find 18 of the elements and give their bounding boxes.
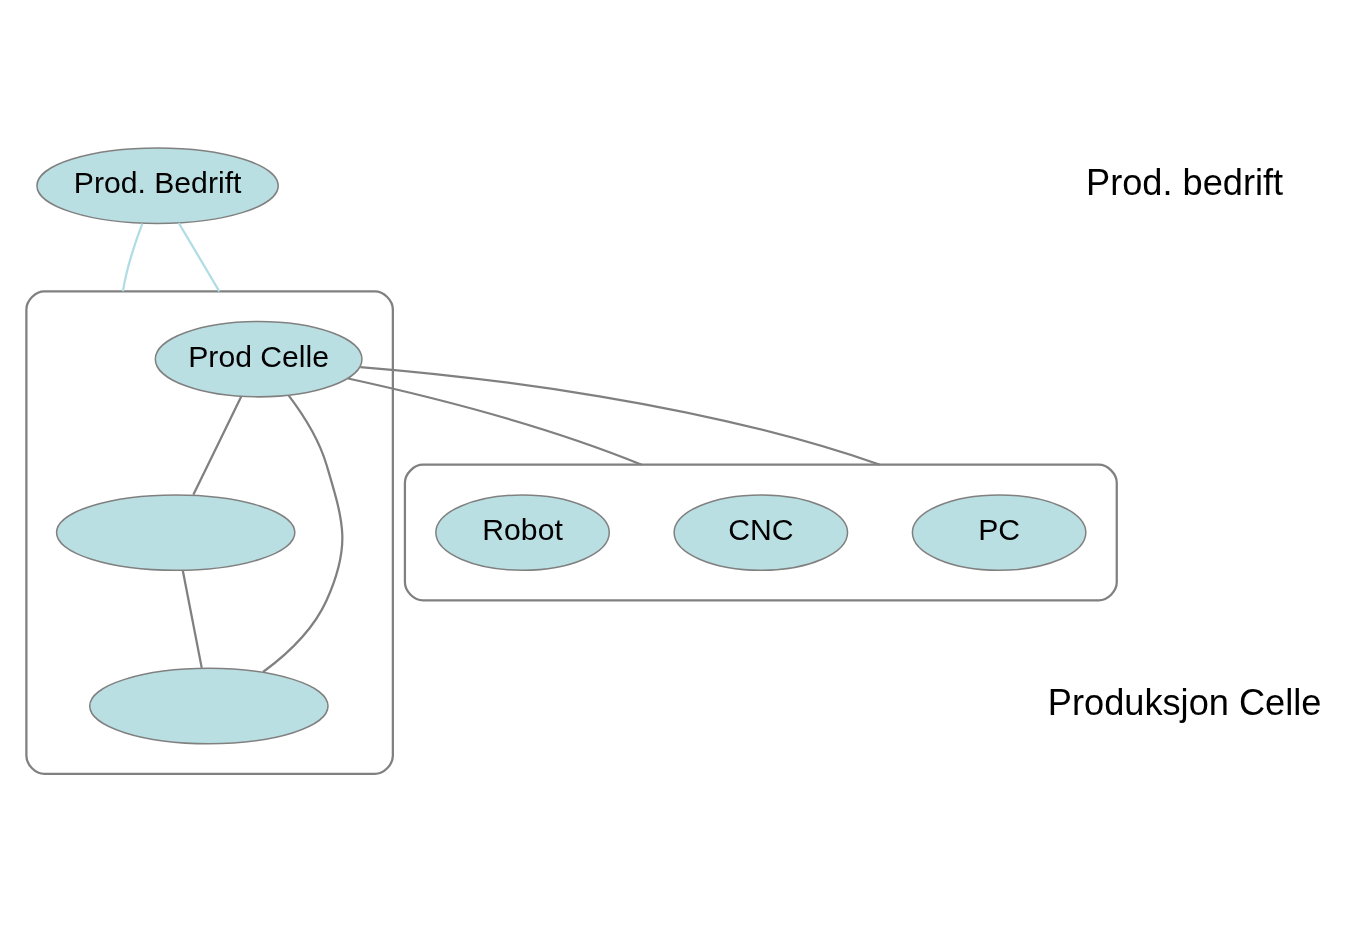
node-ellipse: Prod. Bedrift (36, 146, 279, 224)
node-ellipse: Prod Celle (154, 320, 363, 398)
label: Prod. bedrift (1086, 161, 1284, 203)
connector (360, 365, 881, 466)
connector (192, 395, 243, 495)
node-ellipse (55, 493, 296, 571)
connector (181, 569, 203, 668)
node-ellipse: PC (911, 493, 1087, 571)
label: Produksjon Celle (1047, 681, 1322, 723)
cluster (403, 463, 1118, 602)
node-ellipse: CNC (673, 493, 849, 571)
cluster (25, 289, 394, 775)
connector (262, 394, 344, 673)
node-ellipse: Robot (435, 493, 611, 571)
connector (347, 376, 643, 466)
connector (177, 221, 221, 292)
connector (121, 222, 144, 291)
node-ellipse (88, 667, 329, 744)
